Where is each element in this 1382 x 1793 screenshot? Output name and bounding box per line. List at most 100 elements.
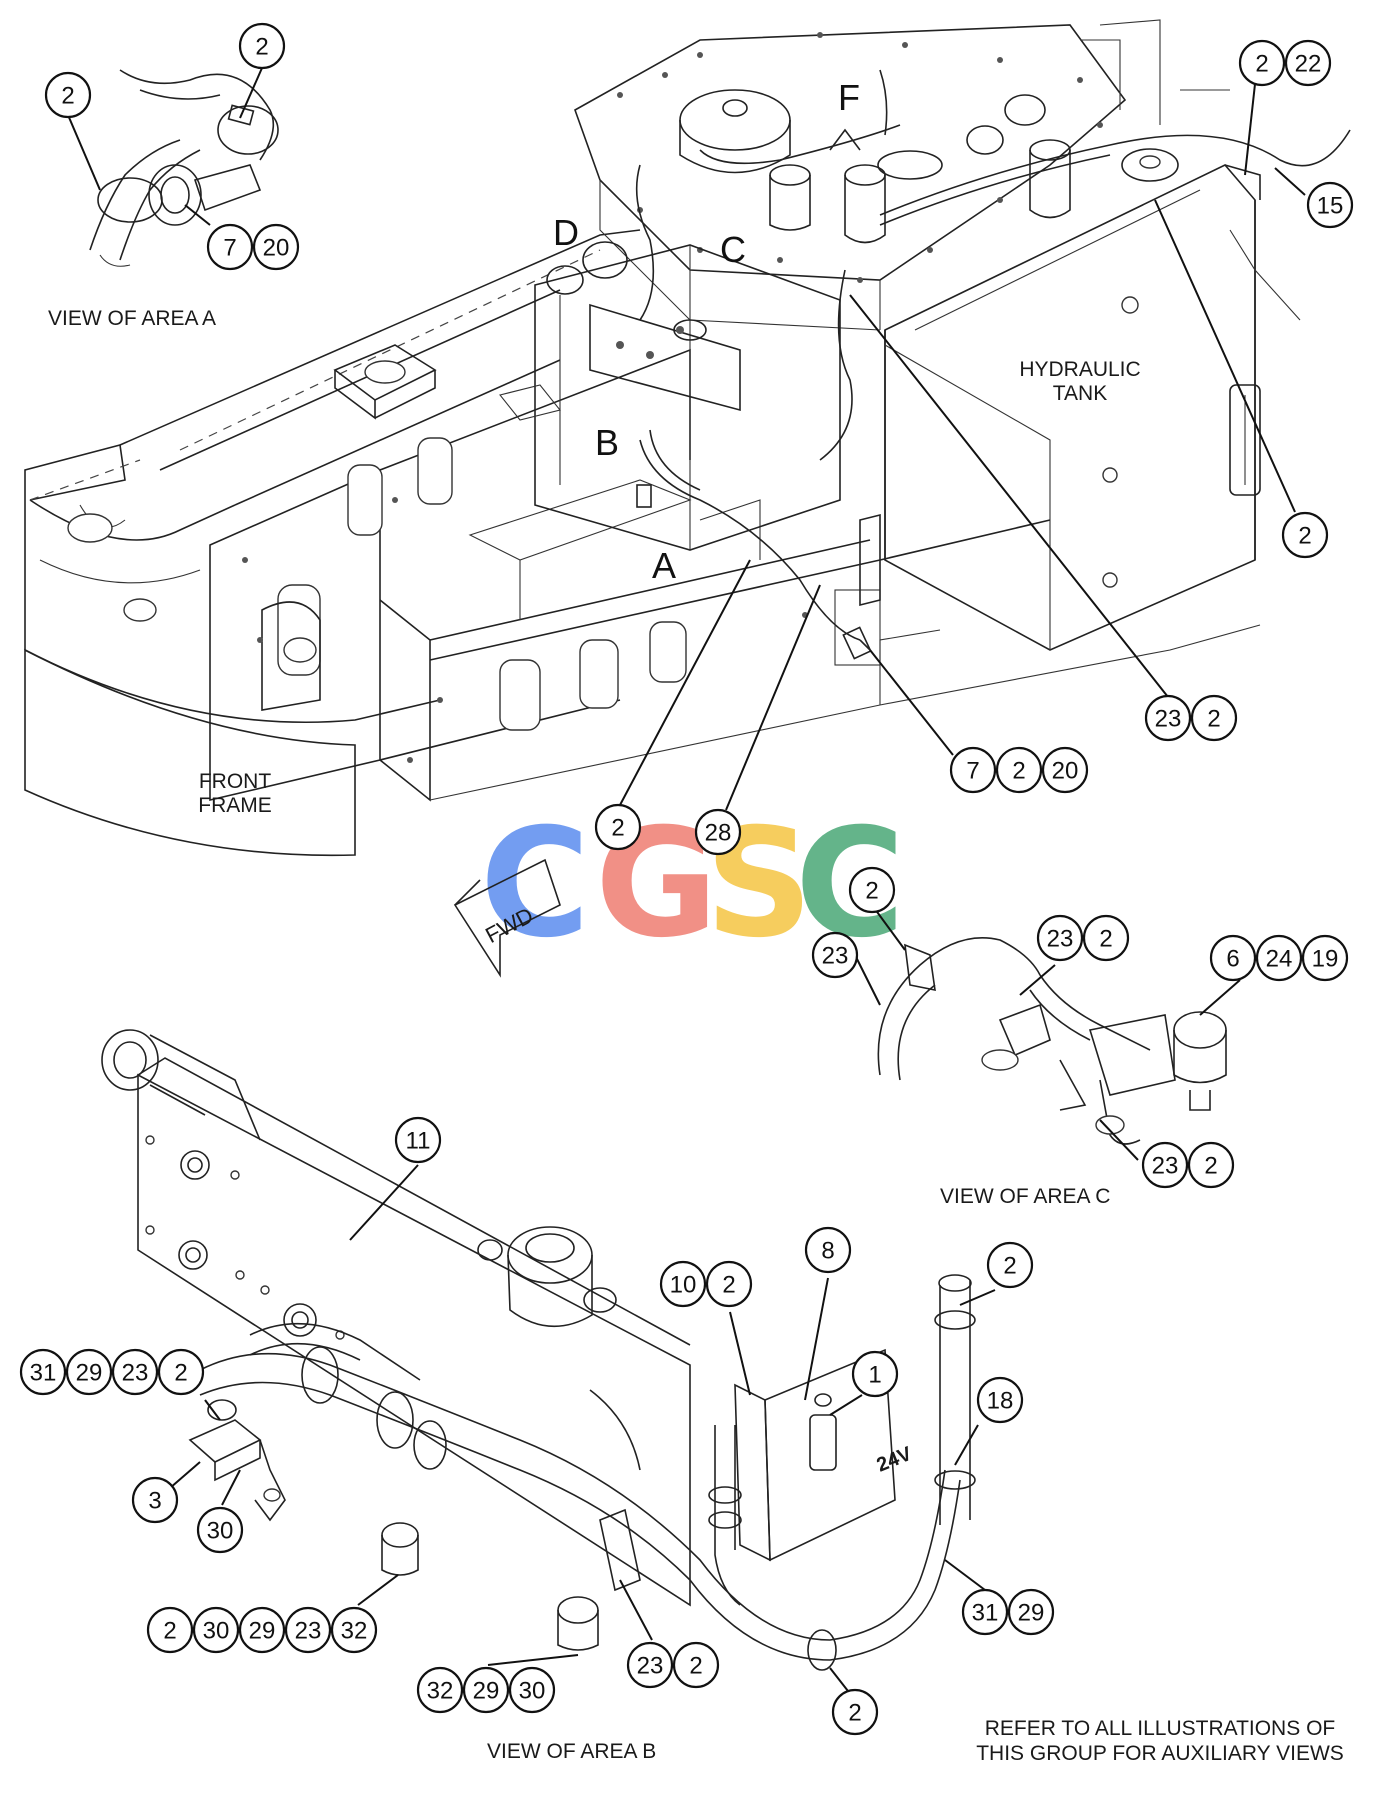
callout-c-6-24-19-1: 6: [1209, 934, 1257, 982]
callout-b-23-2-2: 2: [672, 1641, 720, 1689]
callout-circle: [1190, 694, 1238, 742]
callout-circle: [976, 1376, 1024, 1424]
callout-b-32-29-30-2: 29: [462, 1666, 510, 1714]
view-area-b-label: VIEW OF AREA B: [487, 1740, 656, 1763]
callout-c-6-24-19-2: 24: [1255, 934, 1303, 982]
relay-bracket-drawing: [499, 69, 1351, 660]
note-line2: THIS GROUP FOR AUXILIARY VIEWS: [976, 1742, 1344, 1765]
callout-number: 2: [1012, 758, 1025, 785]
callout-circle: [1007, 1588, 1055, 1636]
callout-number: 23: [1152, 1153, 1179, 1180]
area-letter-d: D: [553, 212, 579, 253]
callout-b-31-29-23-2-3: 23: [111, 1348, 159, 1396]
callout-b-31-29-23-2-1: 31: [19, 1348, 67, 1396]
hydraulic-tank-label-line1: HYDRAULIC: [1019, 358, 1140, 381]
callout-b-2-30-29-23-32-4: 23: [284, 1606, 332, 1654]
area-b-inset-drawing: [101, 1029, 976, 1671]
callout-b-30-1: 30: [196, 1506, 244, 1554]
view-area-a-label: VIEW OF AREA A: [48, 307, 216, 330]
callout-number: 2: [1099, 926, 1112, 953]
callout-number: 32: [341, 1618, 368, 1645]
callout-number: 29: [249, 1618, 276, 1645]
callout-number: 31: [30, 1360, 57, 1387]
callout-circle: [330, 1606, 378, 1654]
callout-circle: [252, 223, 300, 271]
area-c-inset-drawing: [877, 937, 1227, 1145]
callout-number: 23: [295, 1618, 322, 1645]
callout-circle: [949, 746, 997, 794]
callout-circle: [394, 1116, 442, 1164]
callout-a-bottom-2: 20: [252, 223, 300, 271]
callout-c-6-24-19-3: 19: [1301, 934, 1349, 982]
callout-circle: [1281, 511, 1329, 559]
voltage-label: 24V: [874, 1443, 916, 1477]
callout-c-23-2-top-2: 2: [1082, 914, 1130, 962]
callout-number: 30: [203, 1618, 230, 1645]
callout-b-11-1: 11: [394, 1116, 442, 1164]
callout-c-23-1: 23: [811, 931, 859, 979]
callout-b-10-2-2: 2: [705, 1260, 753, 1308]
callout-number: 22: [1295, 51, 1322, 78]
callout-c-23-2-bottom-2: 2: [1187, 1141, 1235, 1189]
callout-number: 23: [637, 1653, 664, 1680]
callout-c-23-2-bottom-1: 23: [1141, 1141, 1189, 1189]
callout-mid-7-2-20-1: 7: [949, 746, 997, 794]
callout-number: 7: [966, 758, 979, 785]
callout-b-31-29-23-2-4: 2: [157, 1348, 205, 1396]
callout-circle: [416, 1666, 464, 1714]
area-letter-b: B: [595, 422, 619, 463]
callout-number: 2: [255, 34, 268, 61]
callout-number: 2: [1207, 706, 1220, 733]
callout-circle: [995, 746, 1043, 794]
callout-number: 2: [61, 83, 74, 110]
callout-circle: [1141, 1141, 1189, 1189]
callout-mid-23-2-2: 2: [1190, 694, 1238, 742]
callout-circle: [462, 1666, 510, 1714]
callout-a-left-1: 2: [44, 71, 92, 119]
callout-circle: [851, 1350, 899, 1398]
callout-c-2-1: 2: [848, 866, 896, 914]
callout-number: 6: [1226, 946, 1239, 973]
hydraulic-tank-drawing: [574, 19, 1301, 651]
callout-number: 11: [406, 1128, 431, 1155]
callout-circle: [238, 22, 286, 70]
callout-circle: [1187, 1141, 1235, 1189]
callout-number: 18: [987, 1388, 1014, 1415]
callout-b-23-2-1: 23: [626, 1641, 674, 1689]
callout-circle: [1082, 914, 1130, 962]
callout-circle: [284, 1606, 332, 1654]
callout-circle: [1284, 39, 1332, 87]
callout-number: 10: [670, 1272, 697, 1299]
callout-mid-2-1: 2: [594, 803, 642, 851]
callout-number: 20: [1052, 758, 1079, 785]
callout-circle: [44, 71, 92, 119]
callout-circle: [206, 223, 254, 271]
callout-number: 2: [163, 1618, 176, 1645]
callout-circle: [146, 1606, 194, 1654]
callout-b-31-29-2: 29: [1007, 1588, 1055, 1636]
callout-circle: [65, 1348, 113, 1396]
callout-circle: [508, 1666, 556, 1714]
callout-tr-top-2: 22: [1284, 39, 1332, 87]
callout-number: 2: [174, 1360, 187, 1387]
callout-circle: [961, 1588, 1009, 1636]
callout-number: 23: [1155, 706, 1182, 733]
callout-tr-15-1: 15: [1306, 181, 1354, 229]
callout-number: 2: [1204, 1153, 1217, 1180]
callout-mid-7-2-20-3: 20: [1041, 746, 1089, 794]
callout-circle: [1306, 181, 1354, 229]
callout-circle: [1255, 934, 1303, 982]
callout-b-1-1: 1: [851, 1350, 899, 1398]
callout-circle: [1041, 746, 1089, 794]
callout-b-3-1: 3: [131, 1476, 179, 1524]
callout-circle: [672, 1641, 720, 1689]
callout-b-31-29-23-2-2: 29: [65, 1348, 113, 1396]
callout-b-32-29-30-3: 30: [508, 1666, 556, 1714]
area-a-inset-drawing: [89, 69, 279, 267]
callout-number: 20: [263, 235, 290, 262]
callout-number: 7: [223, 235, 236, 262]
callout-number: 2: [1298, 523, 1311, 550]
note-line1: REFER TO ALL ILLUSTRATIONS OF: [985, 1717, 1335, 1740]
